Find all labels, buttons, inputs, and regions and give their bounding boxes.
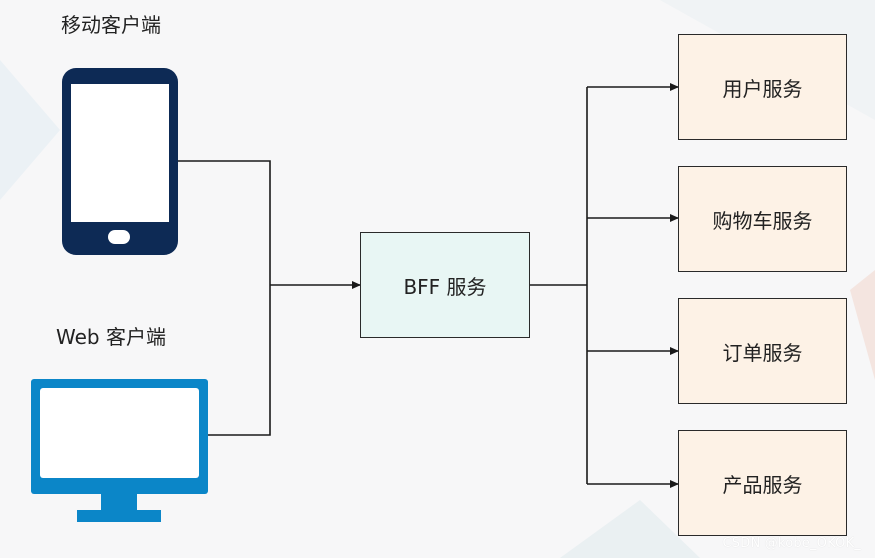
service-box-order: 订单服务 xyxy=(678,298,847,404)
service-box-user: 用户服务 xyxy=(678,34,847,140)
service-box-product: 产品服务 xyxy=(678,430,847,536)
bff-service-box: BFF 服务 xyxy=(360,232,530,338)
bff-service-label: BFF 服务 xyxy=(403,274,487,299)
smartphone-icon xyxy=(62,68,178,255)
mobile-connector xyxy=(178,160,271,285)
service-label: 产品服务 xyxy=(722,472,803,497)
web-client-label: Web 客户端 xyxy=(56,325,166,349)
service-label: 用户服务 xyxy=(722,76,803,101)
desktop-monitor-icon xyxy=(31,379,208,522)
service-box-cart: 购物车服务 xyxy=(678,166,847,272)
service-label: 订单服务 xyxy=(722,340,803,365)
mobile-client-label: 移动客户端 xyxy=(61,13,161,37)
service-label: 购物车服务 xyxy=(712,208,813,233)
web-connector xyxy=(208,285,271,436)
watermark: CSDN @kobe_OKOK_ xyxy=(722,536,861,551)
